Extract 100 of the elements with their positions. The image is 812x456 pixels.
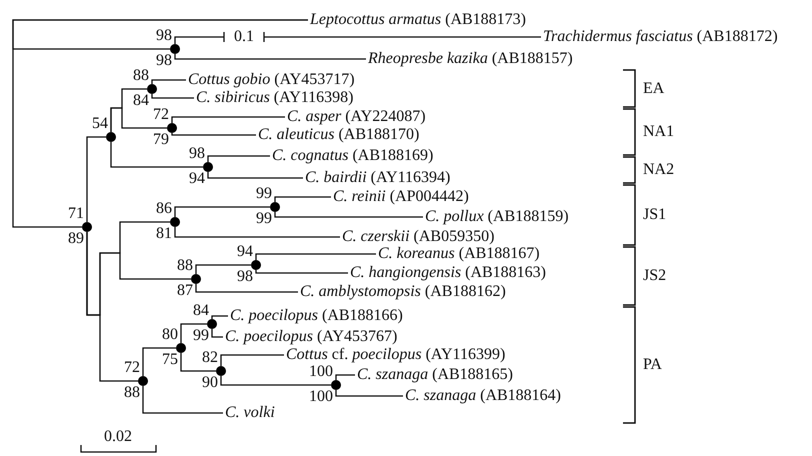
taxon-label: C. bairdii (AY116394) (305, 169, 450, 187)
node-dot (170, 44, 180, 54)
node-dot (106, 132, 116, 142)
tree-branch (12, 19, 308, 228)
support-value: 54 (92, 116, 108, 132)
node-dot (82, 222, 92, 232)
tree-branch (207, 155, 270, 162)
taxon-label: C. volki (225, 404, 275, 422)
support-value: 89 (68, 231, 84, 247)
clade-label: EA (643, 80, 664, 98)
taxon-label: C. poecilopus (AB188166) (230, 307, 403, 325)
clade-label: PA (643, 356, 662, 374)
tree-branch (86, 136, 106, 222)
tree-branch (110, 107, 167, 132)
tree-branch (274, 212, 423, 218)
tree-branch (174, 31, 542, 45)
clade-label: NA2 (643, 161, 674, 179)
tree-branch (211, 315, 228, 319)
tree-branch (211, 329, 223, 338)
taxon-label: Trachidermus fasciatus (AB188172) (543, 28, 778, 46)
tree-branch (171, 116, 285, 123)
support-value: 88 (133, 68, 149, 84)
node-dot (170, 217, 180, 227)
support-value: 81 (156, 226, 172, 242)
node-dot (138, 376, 148, 386)
tree-branch (142, 386, 223, 414)
support-value: 94 (237, 244, 253, 260)
tree-branch (255, 270, 348, 274)
clade-label: JS1 (643, 206, 666, 224)
taxon-label: C. cognatus (AB188169) (272, 147, 434, 165)
tree-branch (180, 353, 216, 372)
support-value: 88 (177, 258, 193, 274)
taxon-label: C. poecilopus (AY453767) (225, 328, 398, 346)
support-value: 98 (189, 146, 205, 162)
tree-branch (174, 227, 340, 238)
node-dot (176, 343, 186, 353)
tree-branch (142, 347, 176, 376)
tree-branch (274, 196, 331, 202)
taxon-label: Cottus gobio (AY453717) (188, 71, 355, 89)
taxon-label: C. asper (AY224087) (287, 108, 426, 126)
support-value: 84 (133, 93, 149, 109)
clade-label: NA1 (643, 123, 674, 141)
support-value: 80 (162, 327, 178, 343)
node-dot (167, 123, 177, 133)
support-value: 79 (153, 132, 169, 148)
taxon-label: C. koreanus (AB188167) (378, 245, 540, 263)
taxon-label: Rheopresbe kazika (AB188157) (368, 50, 573, 68)
tree-branch (195, 264, 251, 274)
support-value: 72 (124, 360, 140, 376)
tree-branch (220, 354, 284, 366)
node-dot (147, 84, 157, 94)
support-value: 82 (202, 350, 218, 366)
support-value: 98 (156, 28, 172, 44)
support-value: 99 (256, 211, 272, 227)
support-value: 99 (193, 328, 209, 344)
tree-branch (86, 232, 138, 382)
tree-branch (335, 390, 403, 397)
support-value: 88 (124, 385, 140, 401)
taxon-label: C. czerskii (AB059350) (342, 228, 494, 246)
taxon-label: Leptocottus armatus (AB188173) (310, 11, 526, 29)
scale-label: 0.02 (104, 428, 132, 446)
taxon-label: C. hangiongensis (AB188163) (350, 264, 546, 282)
taxon-label: C. aleuticus (AB188170) (258, 126, 420, 144)
support-value: 94 (189, 171, 205, 187)
tree-branch (174, 206, 270, 217)
tree-branch (174, 54, 366, 60)
support-value: 87 (177, 283, 193, 299)
support-value: 75 (162, 352, 178, 368)
support-value: 100 (309, 364, 333, 380)
support-value: 98 (237, 269, 253, 285)
support-value: 72 (153, 107, 169, 123)
tree-branch (335, 374, 355, 380)
taxon-label: C. szanaga (AB188164) (405, 387, 562, 405)
support-value: 100 (309, 389, 333, 405)
taxon-label: C. amblystomopsis (AB188162) (300, 283, 506, 301)
taxon-label: Cottus cf. poecilopus (AY116399) (286, 346, 506, 364)
node-dot (251, 260, 261, 270)
node-dot (331, 380, 341, 390)
tree-branch (180, 323, 207, 343)
tree-branch (255, 253, 376, 260)
node-dot (207, 319, 217, 329)
node-dot (216, 366, 226, 376)
support-value: 71 (68, 206, 84, 222)
tree-branch (195, 284, 298, 293)
support-value: 84 (193, 303, 209, 319)
tree-branch (110, 142, 203, 168)
tree-branch (220, 376, 331, 386)
tree-branch (151, 79, 186, 84)
support-value: 98 (156, 53, 172, 69)
node-dot (270, 202, 280, 212)
tree-branch (171, 133, 256, 136)
node-dot (191, 274, 201, 284)
tree-branch (207, 172, 303, 179)
clade-label: JS2 (643, 267, 666, 285)
node-dot (203, 162, 213, 172)
taxon-label: C. reinii (AP004442) (333, 188, 469, 206)
support-value: 86 (156, 201, 172, 217)
support-value: 99 (256, 186, 272, 202)
tree-branch (151, 94, 194, 99)
taxon-label: C. sibiricus (AY116398) (196, 89, 354, 107)
